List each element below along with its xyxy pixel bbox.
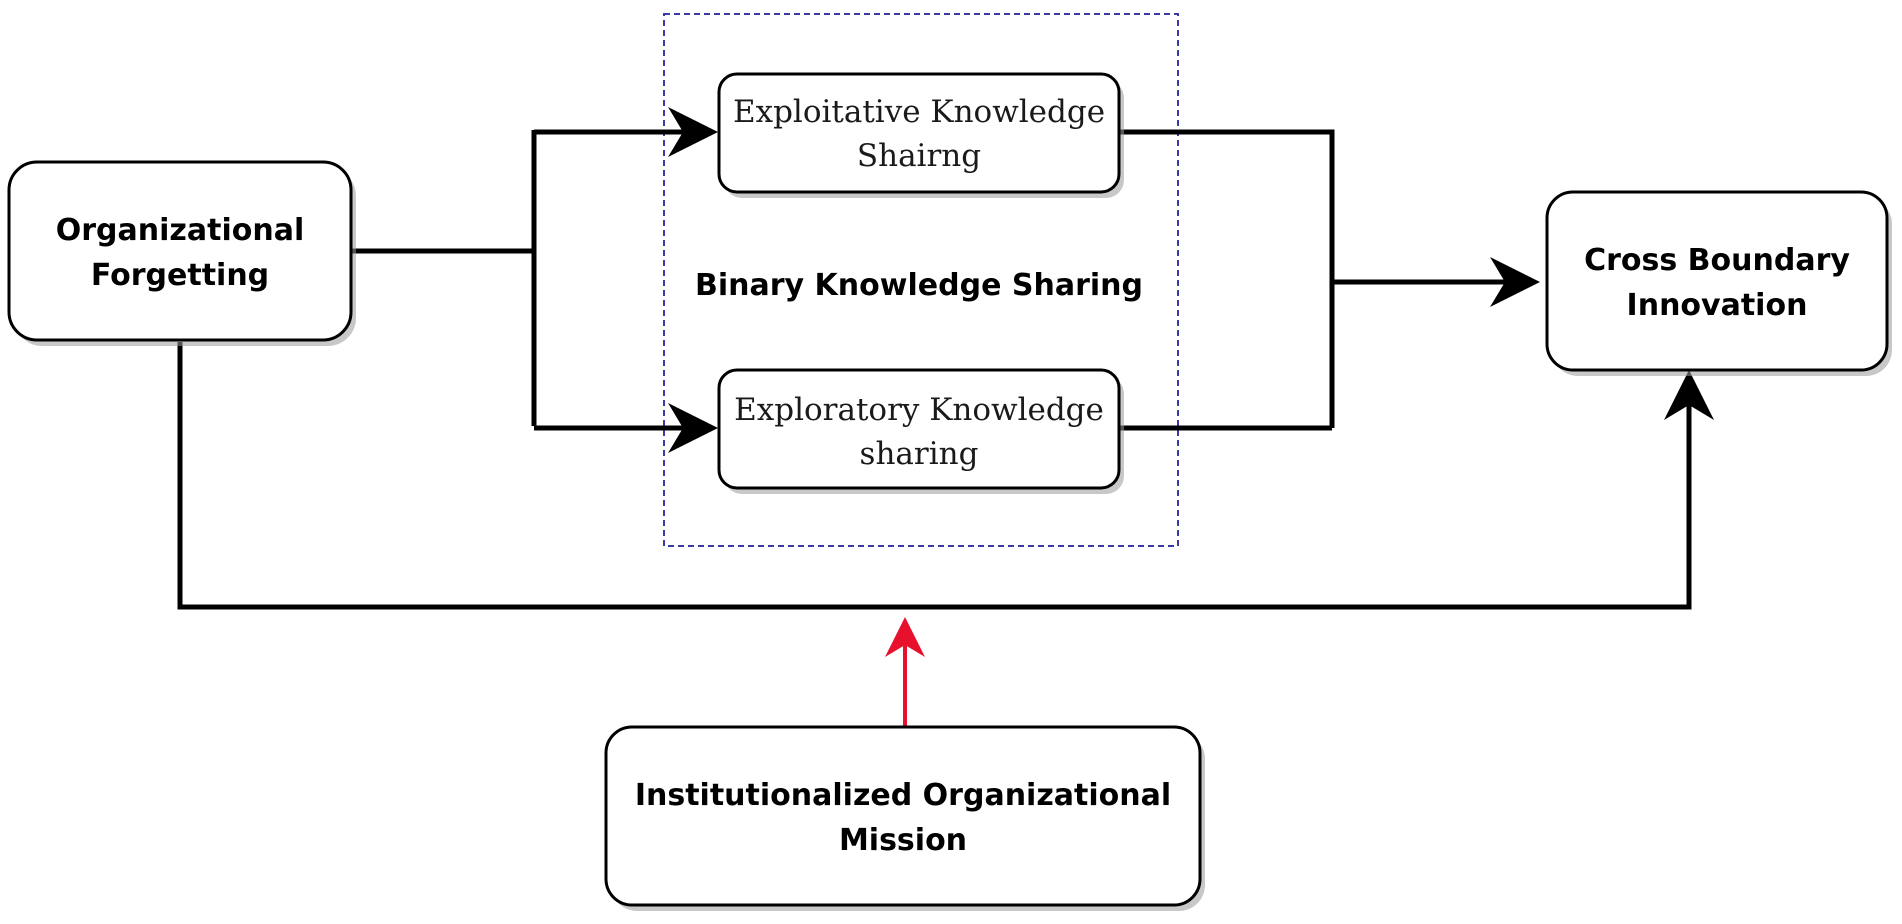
exploratory-label-line1: Exploratory Knowledge: [734, 392, 1104, 428]
binary-knowledge-sharing-group: [663, 13, 1179, 547]
node-institutionalized-organizational-mission: Institutionalized Organizational Mission: [604, 725, 1205, 911]
cross-boundary-innovation-label-line1: Cross Boundary: [1584, 243, 1850, 278]
connectors: [177, 107, 1714, 726]
node-exploitative-knowledge-sharing: Exploitative Knowledge Shairng: [717, 72, 1124, 198]
node-exploratory-knowledge-sharing: Exploratory Knowledge sharing: [717, 368, 1124, 494]
connector-exploitative-out: [1116, 129, 1335, 428]
organizational-forgetting-label-line1: Organizational: [56, 213, 304, 248]
organizational-forgetting-label-line2: Forgetting: [91, 258, 269, 293]
institutionalized-mission-label-line2: Mission: [839, 823, 967, 858]
institutionalized-mission-label-line1: Institutionalized Organizational: [635, 778, 1171, 813]
exploratory-label-line2: sharing: [860, 436, 979, 472]
binary-knowledge-sharing-label: Binary Knowledge Sharing: [695, 268, 1143, 303]
node-organizational-forgetting: Organizational Forgetting: [7, 160, 356, 346]
arrow-forgetting-direct-to-innovation: [177, 342, 1714, 610]
node-cross-boundary-innovation: Cross Boundary Innovation: [1545, 190, 1892, 376]
exploitative-label-line1: Exploitative Knowledge: [733, 94, 1105, 130]
cross-boundary-innovation-label-line2: Innovation: [1627, 288, 1808, 323]
exploitative-label-line2: Shairng: [857, 138, 981, 174]
